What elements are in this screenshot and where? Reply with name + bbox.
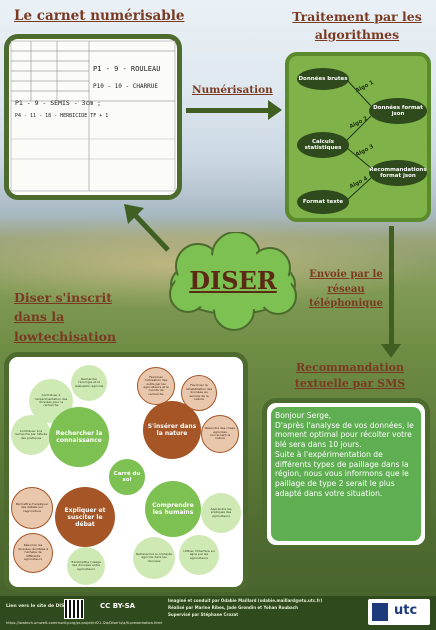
title-recommandation: Recommandation textuelle par SMS xyxy=(294,361,406,390)
arrow-numerisation-shaft xyxy=(186,108,270,113)
footer-credits-3: Supervisé par Stéphane Crozat xyxy=(168,612,239,617)
small-bubble-8: Résumer les données récoltées à l'échell… xyxy=(13,533,53,573)
center-bubble-carre-du-sol: Carré du sol xyxy=(107,457,147,497)
footer-url[interactable]: https://lowtech.umwelt-community.org/pr-… xyxy=(6,621,163,625)
qr-code xyxy=(64,599,84,619)
notebook-line-4: P4 - 11 - 18 - HERBICIDE TF + 1 xyxy=(15,113,109,119)
lowtech-panel: Recherche l'écologie et la réalisation a… xyxy=(4,352,248,592)
notebook-scan xyxy=(10,40,176,192)
sms-bubble: Bonjour Serge, D'après l'analyse de vos … xyxy=(271,407,421,541)
small-bubble-3: Contribuer à la recherche par l'étude de… xyxy=(11,415,51,455)
big-bubble-connaissance: Rechercher la connaissance xyxy=(49,407,109,467)
footer-site-link[interactable]: Lien vers le site de DISER xyxy=(6,604,71,609)
notebook-panel: P1 - 9 - ROULEAU P10 - 10 - CHARRUE P1 -… xyxy=(4,34,182,200)
algo-connectors xyxy=(346,79,372,201)
footer-credits-2: Réalisé par Marine Ribes, Jade Grondin e… xyxy=(168,605,298,610)
utc-logo-text: utc xyxy=(394,603,418,618)
small-bubble-4: Favoriser l'utilisation des outils par l… xyxy=(137,367,175,405)
label-envoi: Envoie par le réseau téléphonique xyxy=(309,269,383,309)
notebook-line-2: P10 - 10 - CHARRUE xyxy=(93,83,159,90)
title-inscrit: Diser s'inscrit dans la lowtechisation xyxy=(14,290,117,344)
small-bubble-10: Retranscrire le contexte agricole dans l… xyxy=(133,537,175,579)
algo-node-format-texte: Format texte xyxy=(297,190,349,214)
footer-credits-1: Imaginé et conduit par Odabie Maillard (… xyxy=(168,598,323,603)
notebook-line-3: P1 - 9 - SEMIS - 3cm ; xyxy=(15,99,102,107)
footer: Lien vers le site de DISER CC BY-SA Imag… xyxy=(0,596,436,630)
diser-cloud xyxy=(169,232,297,331)
utc-logo: utc xyxy=(368,599,430,625)
diser-title: DISER xyxy=(189,266,277,295)
sorbonne-icon xyxy=(372,603,388,621)
small-bubble-5: Favoriser la réhabilitation des données … xyxy=(181,375,217,411)
algo-node-calculs: Calculs statistiques xyxy=(297,132,349,158)
title-traitement: Traitement par les algorithmes xyxy=(292,9,422,43)
notebook-line-1: P1 - 9 - ROULEAU xyxy=(93,65,161,73)
footer-license: CC BY-SA xyxy=(100,602,136,610)
arrow-down-shaft xyxy=(389,226,394,346)
algo-node-donnees-json: Données format json xyxy=(369,98,427,124)
small-bubble-6: Résoudre des crises agricoles concernant… xyxy=(201,415,239,453)
big-bubble-debat: Expliquer et susciter le débat xyxy=(55,487,115,547)
big-bubble-humains: Comprendre les humains xyxy=(145,481,201,537)
algorithms-panel: Données brutes Données format json Calcu… xyxy=(285,52,431,222)
label-numerisation: Numérisation xyxy=(192,84,273,96)
arrow-diser-to-notebook xyxy=(124,204,170,252)
title-carnet: Le carnet numérisable xyxy=(14,8,185,24)
algo-node-donnees-brutes: Données brutes xyxy=(297,68,349,90)
sms-panel: Bonjour Serge, D'après l'analyse de vos … xyxy=(262,398,430,550)
arrow-down-head xyxy=(381,344,401,358)
small-bubble-9: Transmettre l'usage des données entre ag… xyxy=(67,547,105,585)
arrow-numerisation-head xyxy=(268,100,282,120)
small-bubble-7: Permettre d'expliquer des débats sur l'a… xyxy=(11,487,53,529)
algo-node-recommandations-json: Recommandations format json xyxy=(369,160,427,186)
small-bubble-11: Apprendre les pratiques des agriculteurs xyxy=(201,493,241,533)
big-bubble-nature: S'insérer dans la nature xyxy=(143,401,201,459)
small-bubble-12: Utiliser l'interface en ligne par les ag… xyxy=(179,535,219,575)
small-bubble-1: Recherche l'écologie et la réalisation a… xyxy=(71,365,107,401)
